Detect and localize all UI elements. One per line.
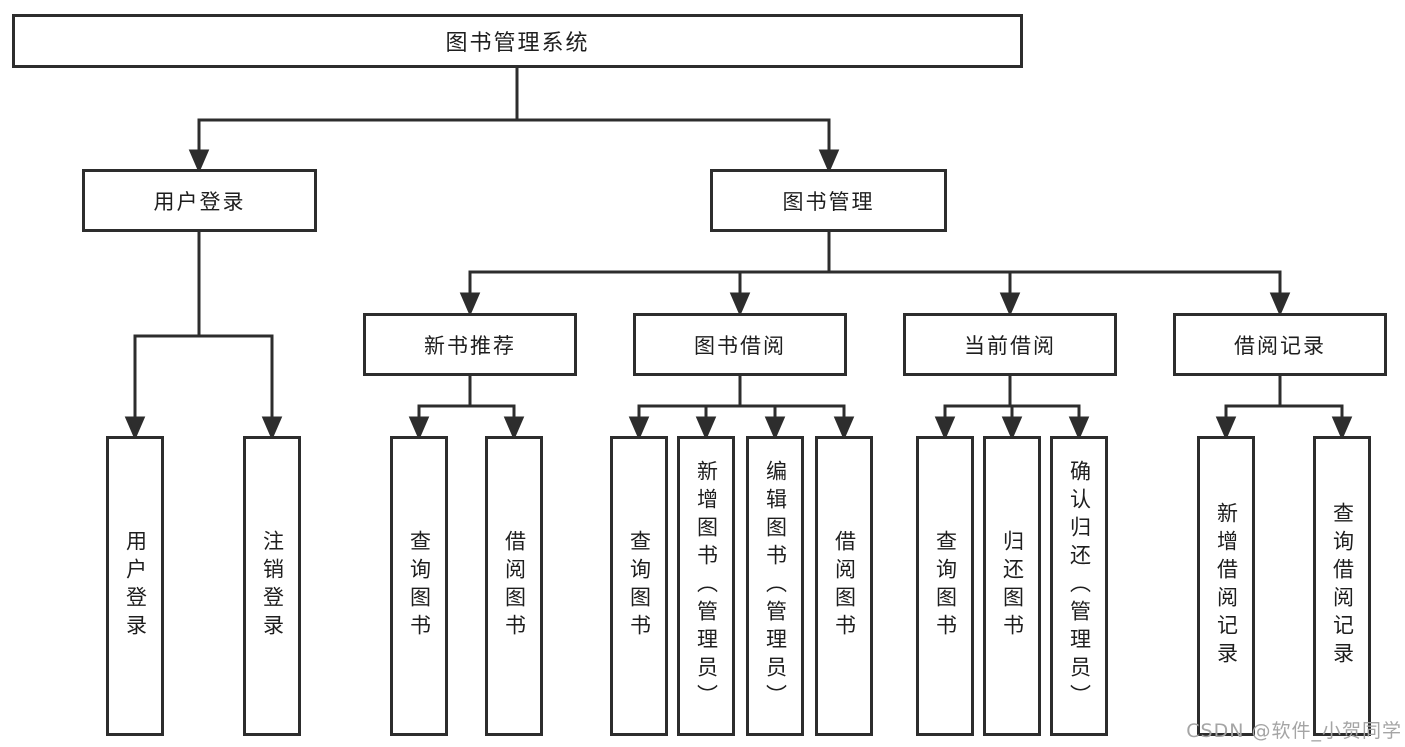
node-query-books-recommend: 查询图书: [390, 436, 448, 736]
node-label: 借阅图书: [502, 530, 527, 642]
node-label: 编辑图书（管理员）: [763, 460, 788, 712]
borrowing-records-connectors: [1215, 374, 1353, 441]
node-label: 查询借阅记录: [1330, 502, 1355, 670]
node-user-login: 用户登录: [82, 169, 317, 232]
node-label: 借阅图书: [832, 530, 857, 642]
node-label: 新增借阅记录: [1214, 502, 1239, 670]
book-borrowing-connectors: [628, 374, 855, 441]
current-borrowing-connectors: [934, 374, 1090, 441]
node-book-borrowing: 图书借阅: [633, 313, 847, 376]
node-confirm-return-admin: 确认归还（管理员）: [1050, 436, 1108, 736]
node-edit-books-admin: 编辑图书（管理员）: [746, 436, 804, 736]
node-new-book-recommend: 新书推荐: [363, 313, 577, 376]
node-label: 归还图书: [1000, 530, 1025, 642]
node-logout-leaf: 注销登录: [243, 436, 301, 736]
new-book-recommend-connectors: [408, 374, 525, 441]
book-management-connectors: [459, 231, 1291, 317]
node-label: 查询图书: [407, 530, 432, 642]
node-library-management-system: 图书管理系统: [12, 14, 1023, 68]
node-label: 确认归还（管理员）: [1067, 460, 1092, 712]
node-borrow-books-leaf: 借阅图书: [815, 436, 873, 736]
node-label: 新增图书（管理员）: [694, 460, 719, 712]
node-label: 注销登录: [260, 530, 285, 642]
node-label: 查询图书: [933, 530, 958, 642]
node-add-books-admin: 新增图书（管理员）: [677, 436, 735, 736]
node-current-borrowing: 当前借阅: [903, 313, 1117, 376]
node-borrowing-records: 借阅记录: [1173, 313, 1387, 376]
node-user-login-leaf: 用户登录: [106, 436, 164, 736]
node-query-borrow-record: 查询借阅记录: [1313, 436, 1371, 736]
node-query-books-current: 查询图书: [916, 436, 974, 736]
node-book-management: 图书管理: [710, 169, 947, 232]
node-label: 查询图书: [627, 530, 652, 642]
node-label: 用户登录: [123, 530, 148, 642]
csdn-watermark: CSDN @软件_小贺同学: [1186, 720, 1402, 742]
node-borrow-books-recommend: 借阅图书: [485, 436, 543, 736]
node-add-borrow-record: 新增借阅记录: [1197, 436, 1255, 736]
user-login-connectors: [124, 231, 283, 441]
node-query-books-borrow: 查询图书: [610, 436, 668, 736]
root-connectors: [188, 66, 840, 174]
node-return-books: 归还图书: [983, 436, 1041, 736]
